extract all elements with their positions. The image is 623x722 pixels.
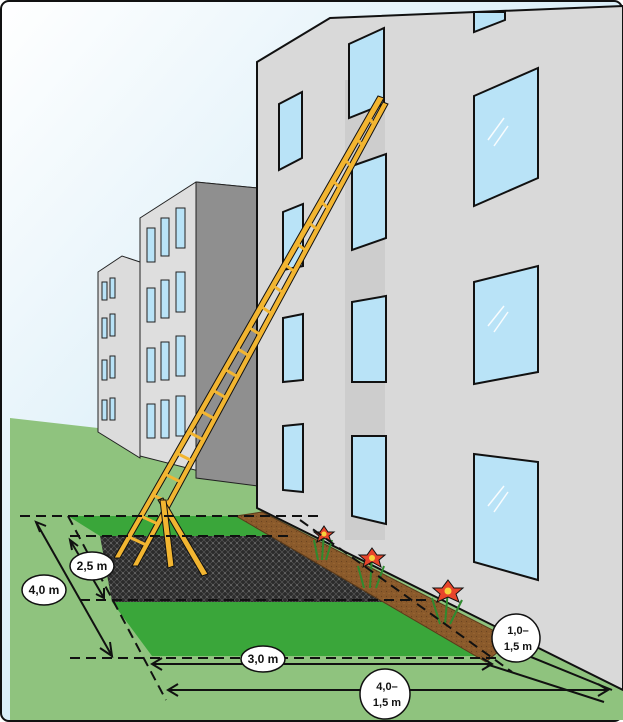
label-width-along-wall-text: 3,0 m [248,652,279,666]
middle-building [140,182,258,486]
far-building [98,256,140,458]
label-width-along-wall: 3,0 m [241,646,285,672]
label-distance-line1: 4,0– [376,681,397,693]
label-ladder-foot-width-text: 2,5 m [77,559,108,573]
label-bed-width: 1,0– 1,5 m [492,614,540,662]
label-bed-width-line1: 1,0– [507,625,528,637]
label-bed-width-line2: 1,5 m [504,641,532,653]
label-ladder-zone-depth-text: 4,0 m [29,583,60,597]
label-distance: 4,0– 1,5 m [360,669,410,719]
label-ladder-zone-depth: 4,0 m [22,575,66,605]
label-ladder-foot-width: 2,5 m [70,552,114,580]
label-distance-line2: 1,5 m [373,697,401,709]
